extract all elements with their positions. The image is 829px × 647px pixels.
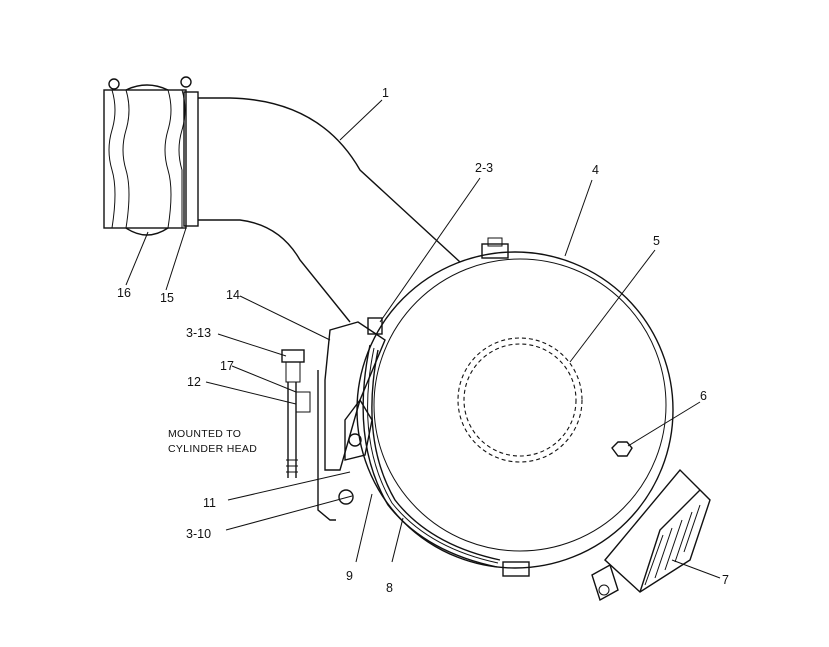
callout-15: 15: [160, 291, 174, 305]
callout-14: 14: [226, 288, 240, 302]
callout-5: 5: [653, 234, 660, 248]
callout-2-3: 2-3: [475, 161, 493, 175]
callout-3-13: 3-13: [186, 326, 211, 340]
callout-12: 12: [187, 375, 201, 389]
callout-16: 16: [117, 286, 131, 300]
callout-7: 7: [722, 573, 729, 587]
mounting-bolt: [281, 349, 311, 478]
note-mounted-to: MOUNTED TO: [168, 428, 241, 440]
plug-fitting: [611, 441, 633, 457]
dust-valve: [591, 468, 711, 602]
callout-4: 4: [592, 163, 599, 177]
callout-8: 8: [386, 581, 393, 595]
note-cylinder-head: CYLINDER HEAD: [168, 443, 257, 455]
hose-bellows: [103, 89, 187, 229]
callout-17: 17: [220, 359, 234, 373]
callout-labels: 1 2-3 4 5 6 7 8 9 3-10 11 12 3-13 14 15 …: [117, 86, 729, 595]
air-cleaner-housing: [356, 237, 674, 577]
callout-6: 6: [700, 389, 707, 403]
callout-1: 1: [382, 86, 389, 100]
callout-3-10: 3-10: [186, 527, 211, 541]
hose-assembly: [103, 76, 461, 323]
callout-11: 11: [203, 496, 216, 510]
leader-lines: [125, 99, 721, 579]
callout-9: 9: [346, 569, 353, 583]
filter-element: [457, 337, 583, 463]
